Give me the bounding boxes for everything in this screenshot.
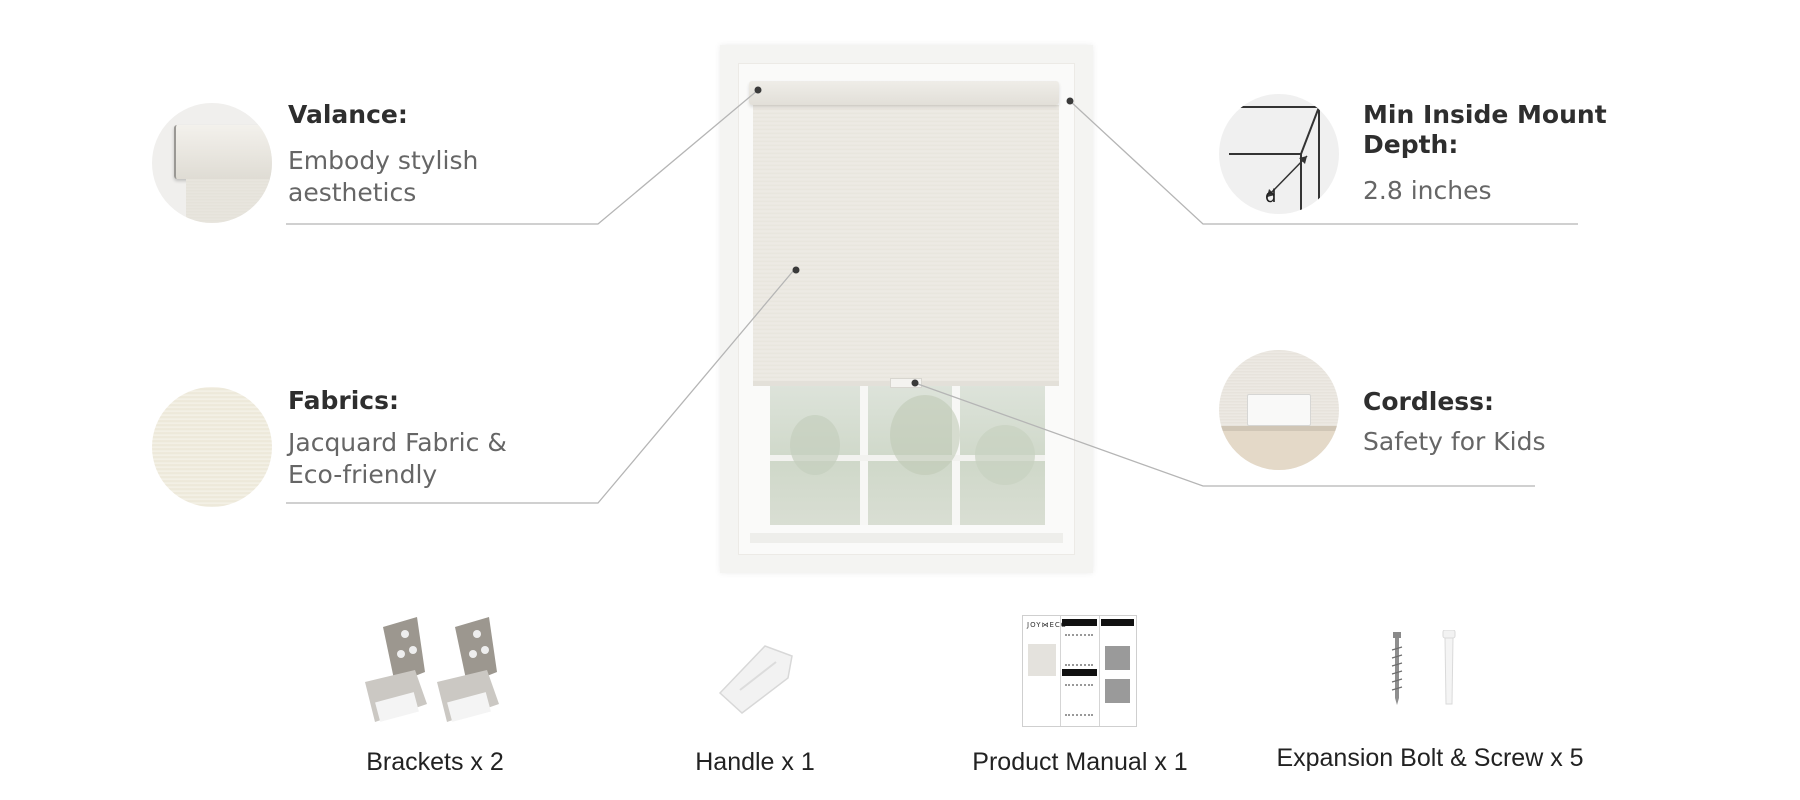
- cordless-desc: Safety for Kids: [1363, 427, 1546, 456]
- valance-desc-line2: aesthetics: [288, 178, 417, 207]
- handle-image: [710, 638, 800, 718]
- fabric-dot: [792, 266, 800, 274]
- mount-depth-diagram: d: [1219, 94, 1339, 214]
- mount-depth-title-line1: Min Inside Mount: [1363, 100, 1607, 129]
- shade-handle: [890, 378, 922, 388]
- mount-depth-dot: [1066, 97, 1074, 105]
- accessory-label-brackets: Brackets x 2: [366, 748, 504, 776]
- fabrics-desc-line2: Eco-friendly: [288, 460, 438, 489]
- product-window: [720, 45, 1093, 573]
- valance-desc-line1: Embody stylish: [288, 146, 479, 175]
- valance-title: Valance:: [288, 100, 408, 129]
- fabrics-title: Fabrics:: [288, 386, 399, 415]
- manual-brand: JOY⋈ECO: [1027, 621, 1068, 629]
- accessory-label-handle: Handle x 1: [695, 748, 815, 776]
- shade-fabric: [753, 105, 1059, 385]
- fabric-thumbnail: [152, 387, 272, 507]
- product-manual-image: JOY⋈ECO: [1022, 615, 1137, 727]
- cordless-dot: [911, 379, 919, 387]
- expansion-bolt-screw-image: [1385, 629, 1465, 710]
- brackets-image: [355, 612, 515, 727]
- accessory-label-expansion-bolt: Expansion Bolt & Screw x 5: [1276, 744, 1584, 772]
- fabrics-desc-line1: Jacquard Fabric &: [288, 428, 507, 457]
- accessory-label-manual: Product Manual x 1: [972, 748, 1188, 776]
- window-sill: [750, 533, 1063, 543]
- depth-label: d: [1265, 186, 1277, 207]
- valance-thumbnail: [152, 103, 272, 223]
- shade-valance: [749, 81, 1059, 105]
- depth-diagram-icon: [1229, 106, 1320, 214]
- mount-depth-title-line2: Depth:: [1363, 130, 1459, 159]
- valance-dot: [754, 86, 762, 94]
- cordless-title: Cordless:: [1363, 387, 1495, 416]
- cordless-thumbnail: [1219, 350, 1339, 470]
- window-glass: [770, 385, 1045, 525]
- mount-depth-value: 2.8 inches: [1363, 176, 1492, 205]
